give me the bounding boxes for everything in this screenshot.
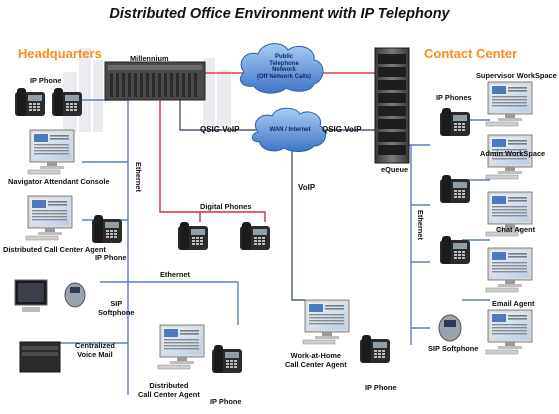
digital-phones-line	[159, 100, 266, 222]
dist-agent-1-monitor	[25, 195, 73, 241]
qsig-left-label: QSIG VoIP	[200, 125, 240, 134]
admin-label: Admin WorkSpace	[480, 149, 546, 158]
headquarters-heading: Headquarters	[18, 46, 102, 61]
chat-agent-label: Chat Agent	[496, 225, 536, 234]
cc-ip-phone-1	[440, 108, 470, 136]
ip-phone-3-label: IP Phone	[210, 397, 242, 406]
dist-agent-2-monitor	[157, 324, 205, 370]
ethernet-horizontal-label: Ethernet	[160, 270, 190, 279]
sip-softphone-hq	[14, 279, 86, 312]
wan-cloud	[251, 107, 327, 152]
millennium-switch	[104, 61, 206, 101]
supervisor-monitor	[485, 81, 533, 127]
cc-sip-softphone	[438, 314, 462, 342]
digital-phone-a	[178, 222, 208, 250]
millennium-label: Millennium	[130, 54, 169, 63]
cc-sip-softphone-label: SIP Softphone	[428, 344, 479, 353]
navigator-console-monitor	[27, 129, 75, 175]
voice-mail-label: Centralized Voice Mail	[75, 341, 115, 359]
email-agent-label: Email Agent	[492, 299, 535, 308]
hq-ethernet-horizontal	[128, 281, 239, 325]
ethernet-vertical-cc-label: Ethernet	[416, 210, 425, 240]
ethernet-vertical-hq-label: Ethernet	[134, 162, 143, 192]
voip-label: VoIP	[298, 183, 316, 192]
wah-agent-monitor	[302, 299, 350, 345]
cc-ip-phone-3	[440, 236, 470, 264]
pstn-cloud-label: Public Telephone Network (Off Network Ca…	[256, 54, 311, 80]
equeue-rack	[374, 47, 410, 164]
supervisor-label: Supervisor WorkSpace	[476, 71, 557, 80]
digital-phones-label: Digital Phones	[200, 202, 252, 211]
hq-ip-phone-b	[52, 88, 82, 116]
sip-softphone-hq-label: SIP Softphone	[98, 299, 135, 317]
ip-phones-label: IP Phones	[436, 93, 472, 102]
dist-agent-1-label: Distributed Call Center Agent	[3, 245, 106, 254]
ip-phone-4	[360, 335, 390, 363]
qsig-left-link	[179, 100, 258, 131]
skyline	[63, 48, 231, 132]
equeue-label: eQueue	[381, 165, 409, 174]
wah-agent-label: Work-at-Home Call Center Agent	[285, 351, 347, 369]
page-title: Distributed Office Environment with IP T…	[109, 6, 450, 22]
wan-cloud-label: WAN / Internet	[269, 127, 311, 133]
pstn-cloud	[239, 43, 324, 94]
contact-center-heading: Contact Center	[424, 46, 518, 61]
cc-ip-phone-2	[440, 175, 470, 203]
qsig-right-label: QSIG VoIP	[322, 125, 362, 134]
hq-ip-phone-label: IP Phone	[30, 76, 62, 85]
digital-phone-b	[240, 222, 270, 250]
voip-link	[291, 148, 305, 301]
email-agent-monitor	[485, 247, 533, 293]
ip-phone-4-label: IP Phone	[365, 383, 397, 392]
ip-phone-3	[212, 345, 242, 373]
dist-agent-2-label: Distributed Call Center Agent	[138, 381, 200, 399]
cc-softphone-monitor	[485, 309, 533, 355]
ip-phone-2	[92, 215, 122, 243]
voice-mail-unit	[19, 341, 61, 373]
ip-phone-2-label: IP Phone	[95, 253, 127, 262]
navigator-label: Navigator Attendant Console	[8, 177, 110, 186]
hq-ip-phone-a	[15, 88, 45, 116]
